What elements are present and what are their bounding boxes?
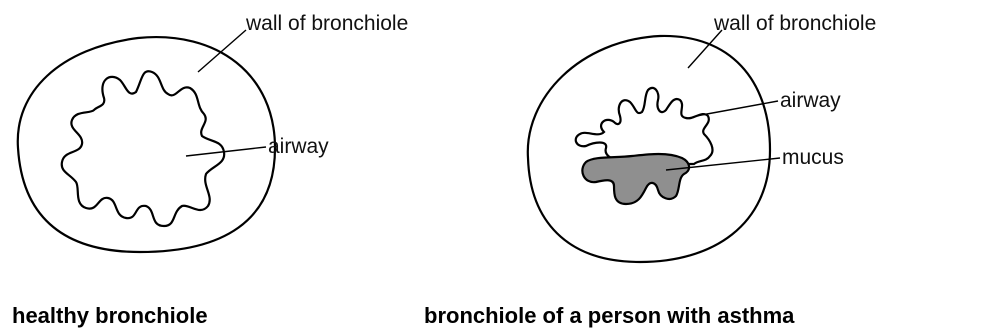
healthy-wall-label: wall of bronchiole	[245, 12, 408, 35]
mucus-label: mucus	[782, 146, 844, 169]
asthma-airway-lumen	[576, 88, 713, 164]
mucus-blob	[582, 154, 689, 204]
healthy-bronchiole-figure: wall of bronchiole airway	[18, 12, 409, 252]
healthy-airway-leader-line	[186, 147, 266, 156]
asthma-airway-label: airway	[780, 89, 841, 112]
healthy-bronchiole-caption: healthy bronchiole	[12, 303, 208, 328]
healthy-airway-label: airway	[268, 135, 329, 158]
asthma-wall-leader-line	[688, 30, 722, 68]
asthma-bronchiole-caption: bronchiole of a person with asthma	[424, 303, 795, 328]
asthma-bronchiole-figure: wall of bronchiole airway mucus	[528, 12, 876, 262]
asthma-wall-label: wall of bronchiole	[713, 12, 876, 35]
healthy-bronchiole-wall	[18, 37, 275, 252]
asthma-bronchiole-wall	[528, 36, 770, 262]
healthy-airway-lumen	[62, 71, 224, 226]
